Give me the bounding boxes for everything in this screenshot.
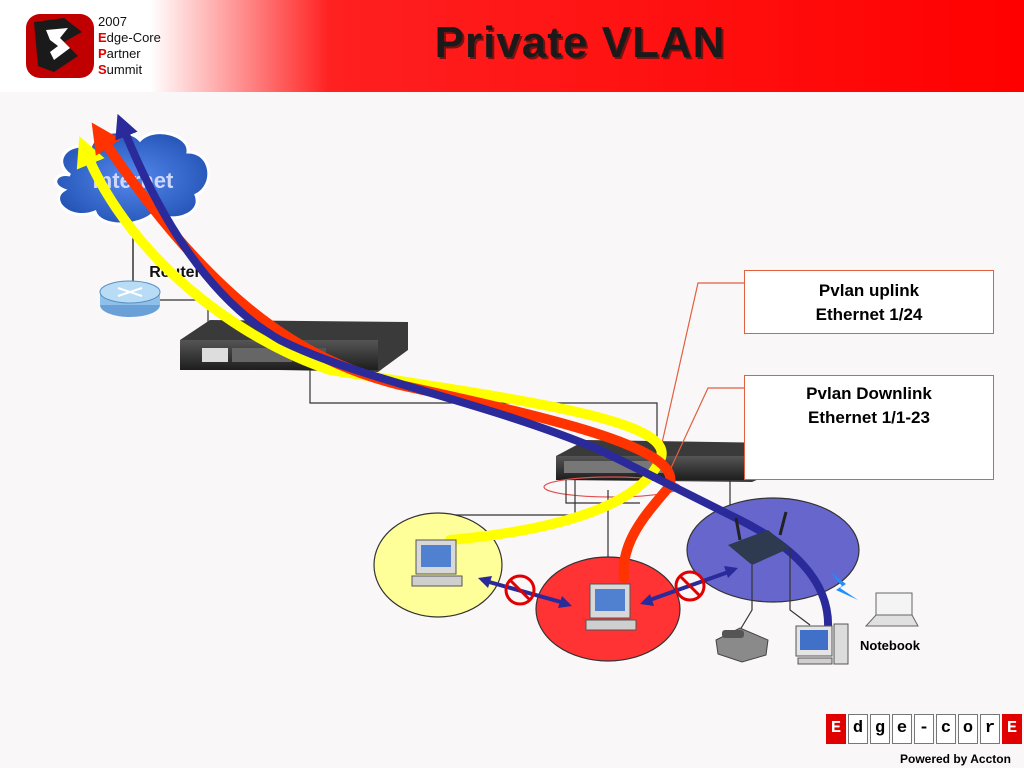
slide-header: 2007 Edge-Core Partner Summit Private VL… (0, 0, 1024, 92)
yellow-pvlan-path (76, 136, 667, 545)
desktop-pc-icon (795, 623, 849, 665)
edge-core-summit-logo (24, 12, 96, 80)
blocked-link-yellow-red (478, 574, 572, 608)
brand-text: 2007 Edge-Core Partner Summit (98, 14, 161, 77)
edge-core-footer-logo: E d g e - c o r E (826, 714, 1022, 744)
notebook-icon (864, 592, 919, 627)
wireless-signal-icon (830, 572, 858, 600)
red-pvlan-path (91, 122, 676, 583)
wireless-ap-icon (728, 511, 790, 565)
pc-icon (585, 583, 637, 631)
powered-by-text: Powered by Accton (900, 752, 1011, 766)
blocked-link-red-blue (640, 566, 738, 606)
notebook-label: Notebook (860, 638, 921, 653)
pc-icon (411, 539, 463, 587)
page-title: Private VLAN (434, 18, 726, 67)
callout-pvlan-downlink: Pvlan Downlink Ethernet 1/1-23 (744, 375, 994, 480)
callout-pvlan-uplink: Pvlan uplink Ethernet 1/24 (744, 270, 994, 334)
ip-phone-icon (715, 627, 769, 663)
router-icon (99, 280, 161, 317)
